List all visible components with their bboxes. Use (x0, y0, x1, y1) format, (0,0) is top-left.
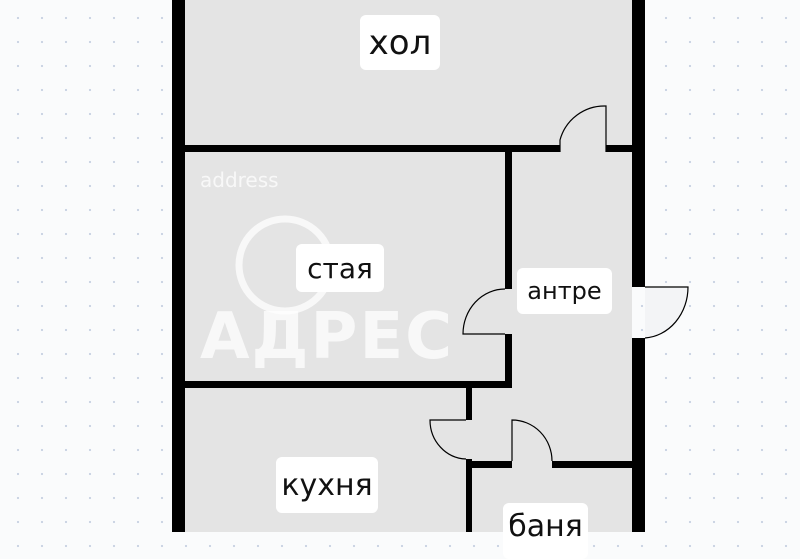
room-wall-upper (505, 152, 512, 289)
room-wall-lower (505, 334, 512, 388)
kitchen-door (429, 419, 467, 460)
watermark-sub: address (200, 168, 279, 192)
floor (185, 0, 632, 532)
hall-wall-left (185, 145, 560, 152)
room-label-bathroom: баня (503, 503, 588, 559)
bath-wall-right (552, 461, 632, 468)
room-label-room: стая (296, 244, 384, 292)
kitchen-top-wall (185, 381, 512, 388)
bath-wall-left (472, 461, 512, 468)
bath-door (511, 419, 553, 462)
watermark-brand: АДРЕС (200, 300, 455, 374)
entrance-door (644, 286, 689, 339)
hall-wall-right (606, 145, 632, 152)
floor-plan (172, 0, 689, 532)
hall-door (559, 105, 607, 152)
room-label-kitchen: кухня (276, 457, 378, 513)
kitchen-wall-lower (466, 459, 472, 532)
room-label-entrance: антре (517, 268, 612, 314)
walls (172, 0, 645, 532)
left-wall (172, 0, 185, 532)
right-wall-lower (632, 338, 645, 532)
doors (429, 105, 689, 462)
right-wall-upper (632, 0, 645, 287)
kitchen-wall-upper (466, 388, 472, 420)
room-door (462, 288, 506, 335)
room-label-hall: хол (360, 15, 440, 70)
